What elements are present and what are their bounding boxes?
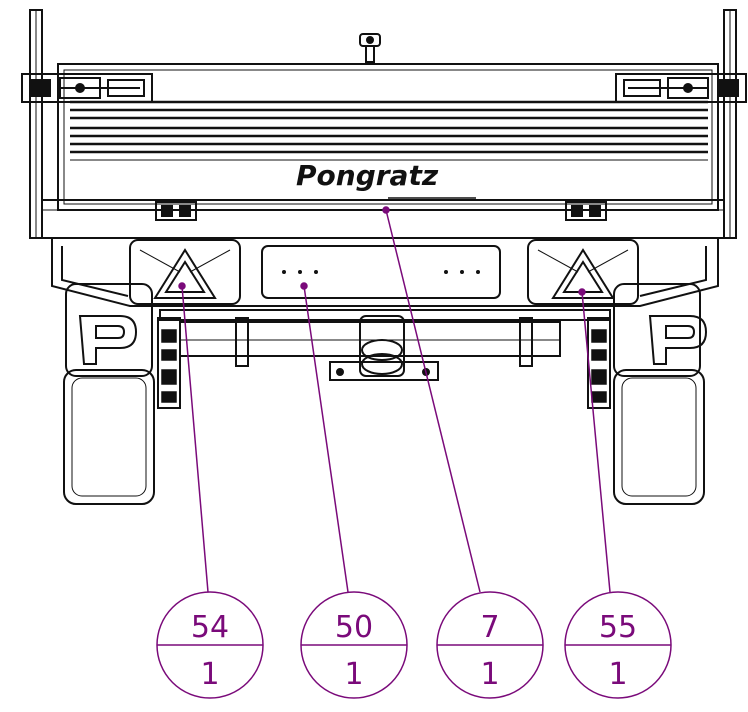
callout-50-item: 50 — [335, 610, 373, 645]
callout-54-item: 54 — [191, 610, 229, 645]
right-post — [723, 9, 737, 239]
tailgate-ribs — [70, 100, 708, 161]
tow-hitch — [329, 315, 439, 381]
left-latch — [21, 73, 153, 103]
callout-7-item: 7 — [480, 610, 499, 645]
callout-55: 55 1 — [564, 591, 672, 699]
left-rear-light — [129, 239, 241, 305]
left-hinge — [155, 201, 197, 221]
callout-7: 7 1 — [436, 591, 544, 699]
license-plate-holder — [261, 245, 501, 299]
callout-50: 50 1 — [300, 591, 408, 699]
right-latch — [615, 73, 747, 103]
left-tyre — [63, 369, 155, 505]
left-axle-mechanism — [157, 317, 181, 409]
leader-line-55 — [581, 291, 611, 593]
right-fender — [613, 283, 708, 377]
tailgate-handle — [359, 33, 381, 63]
chassis — [51, 237, 719, 367]
right-hinge — [565, 201, 607, 221]
callout-54: 54 1 — [156, 591, 264, 699]
pongratz-logo: Pongratz — [296, 159, 476, 199]
leader-lines — [178, 206, 611, 593]
callout-50-qty: 1 — [344, 657, 363, 692]
right-tyre — [613, 369, 705, 505]
callout-7-qty: 1 — [480, 657, 499, 692]
leader-line-50 — [303, 285, 349, 593]
callout-54-qty: 1 — [200, 657, 219, 692]
leader-line-7 — [385, 209, 481, 593]
left-fender — [65, 283, 153, 377]
leader-line-54 — [181, 285, 209, 593]
brand-name: Pongratz — [296, 159, 439, 192]
left-post — [29, 9, 43, 239]
callout-55-qty: 1 — [608, 657, 627, 692]
callout-55-item: 55 — [599, 610, 637, 645]
